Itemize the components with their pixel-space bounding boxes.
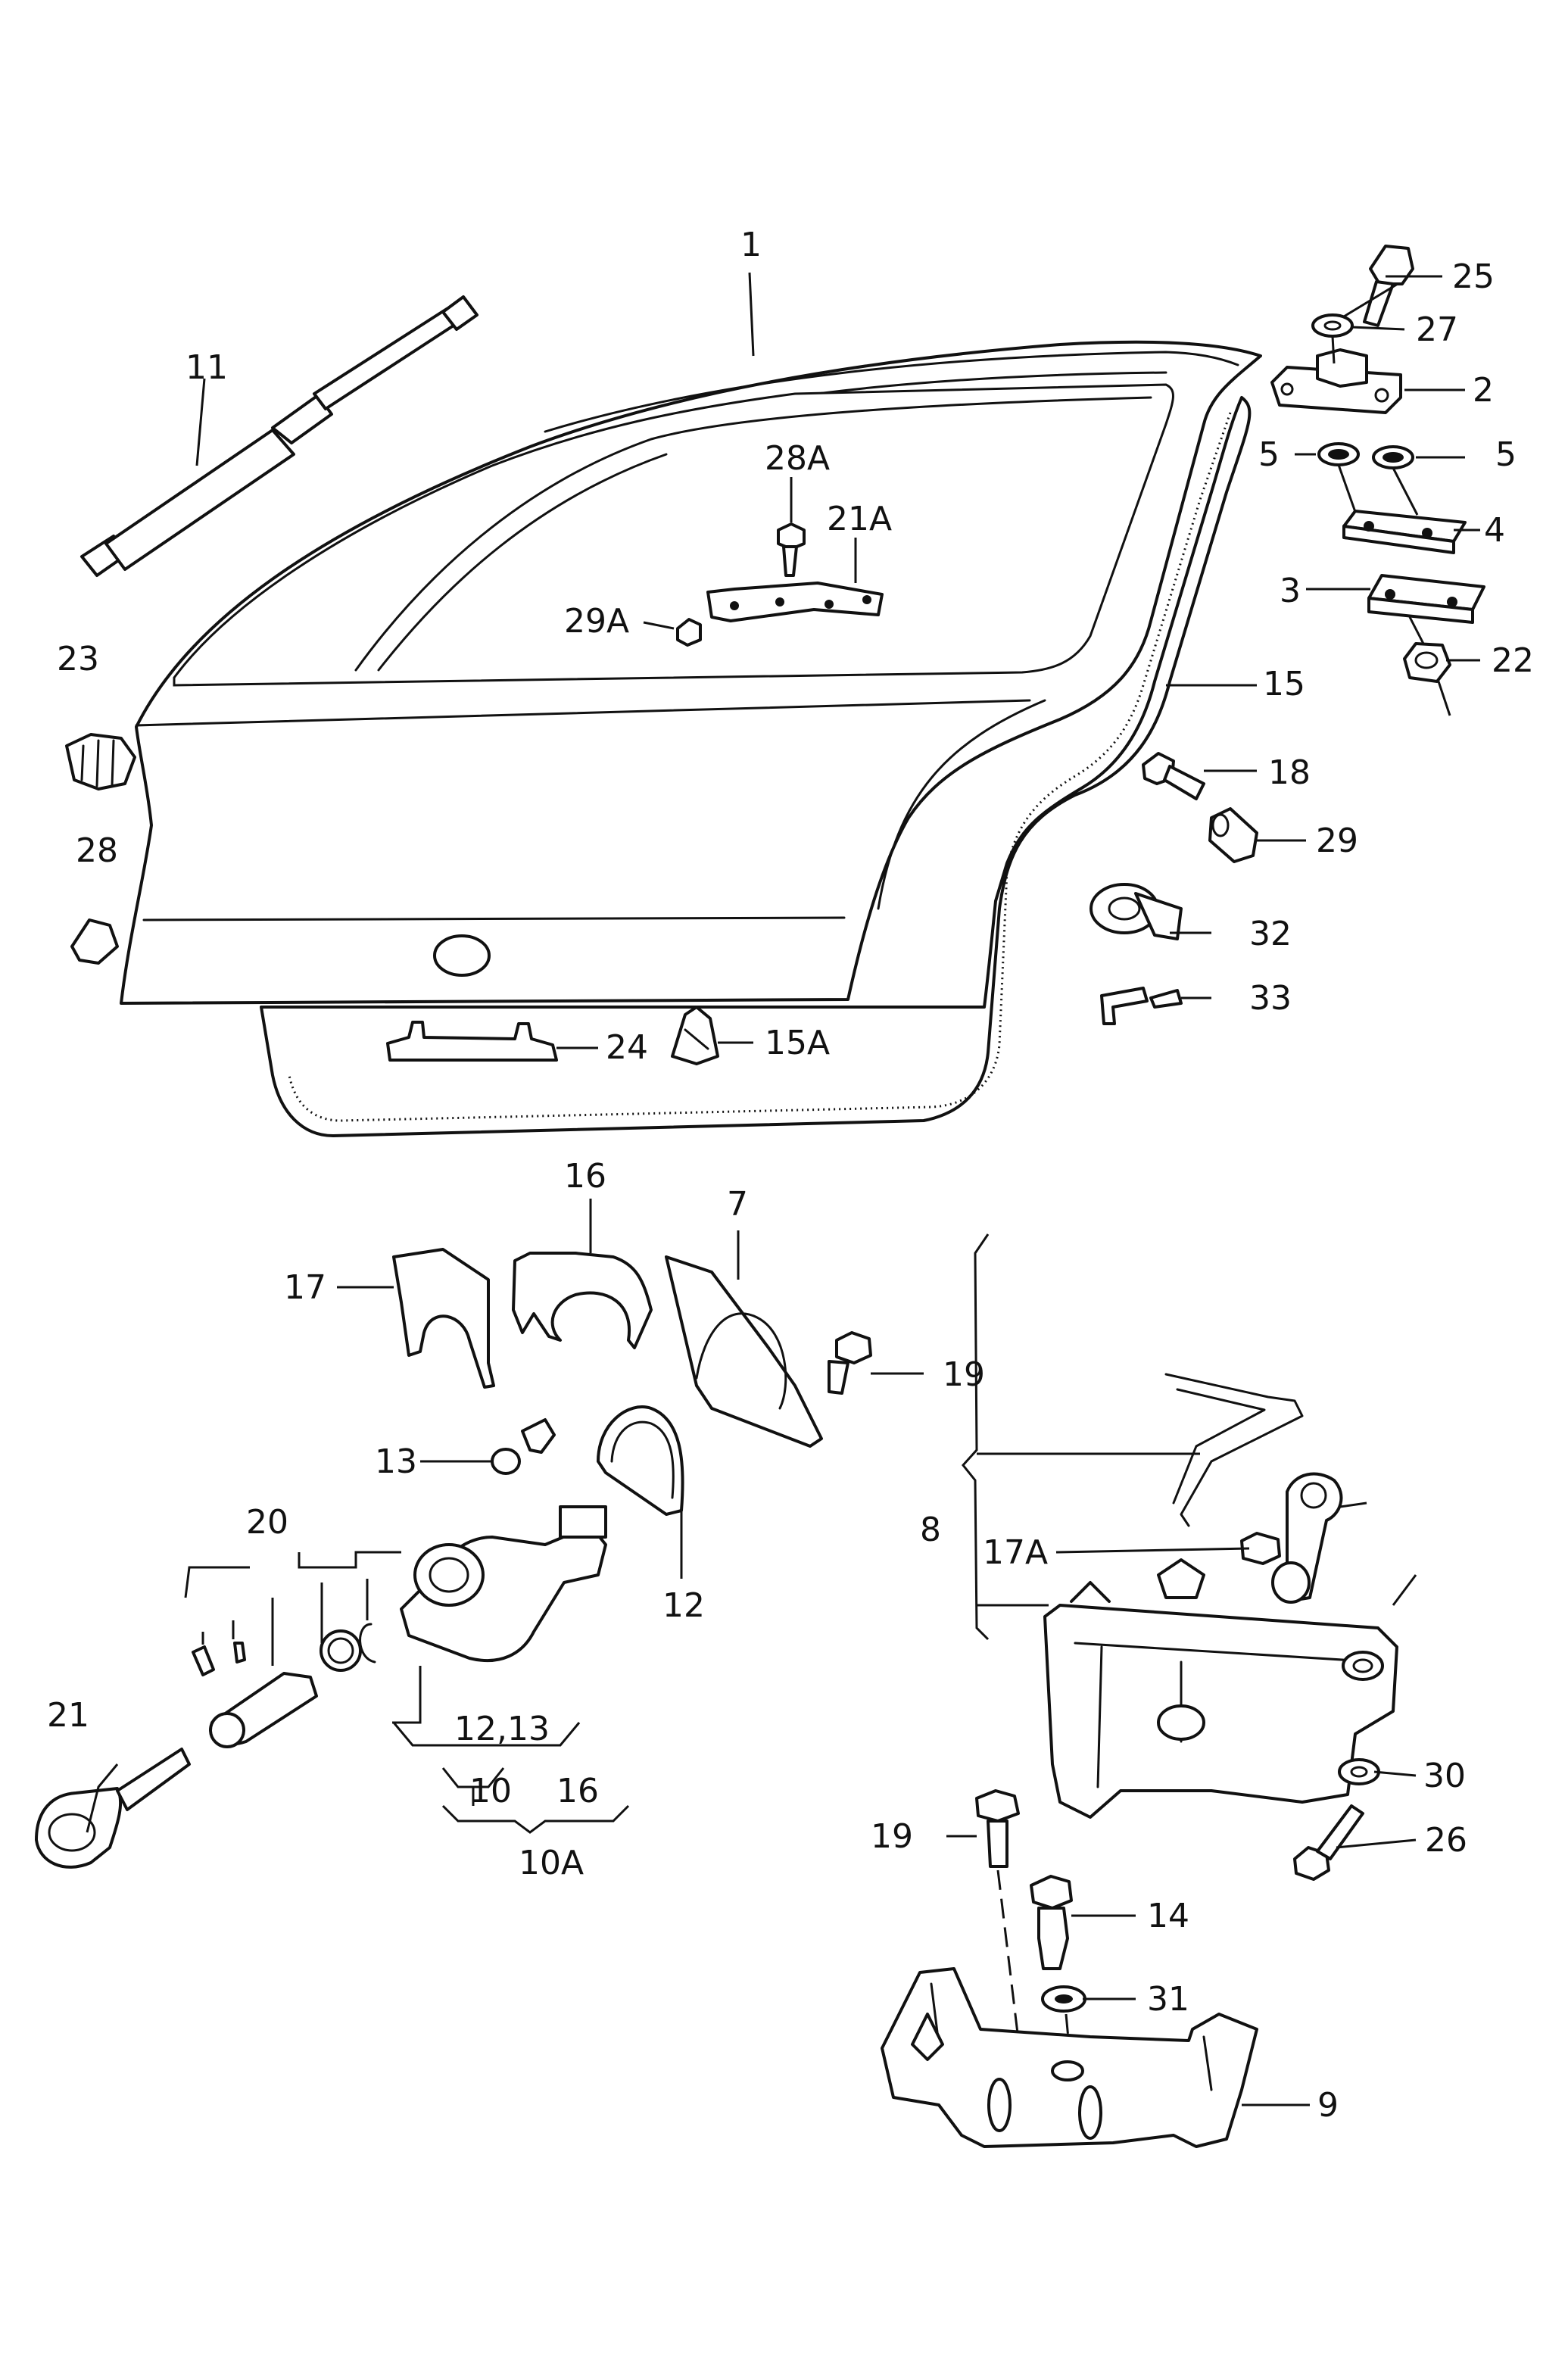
callout-15a: 15A bbox=[765, 1024, 830, 1062]
callout-33: 33 bbox=[1249, 979, 1292, 1018]
callout-23: 23 bbox=[57, 640, 99, 678]
callout-8: 8 bbox=[920, 1511, 941, 1549]
callout-16-bottom: 16 bbox=[556, 1772, 599, 1810]
callout-26: 26 bbox=[1425, 1821, 1467, 1860]
latch-assembly bbox=[1043, 1373, 1398, 1881]
callout-19-top: 19 bbox=[943, 1355, 985, 1394]
callout-22: 22 bbox=[1492, 641, 1534, 680]
callout-28a: 28A bbox=[765, 439, 830, 478]
callout-1: 1 bbox=[740, 226, 762, 264]
tailgate-panel bbox=[120, 340, 1262, 1137]
leader-lines bbox=[86, 272, 1480, 2106]
callout-labels: 1 2 3 4 5 5 7 8 9 10 10A 11 12 12,13 13 … bbox=[47, 226, 1534, 2125]
callout-31: 31 bbox=[1147, 1980, 1189, 2019]
callout-21a: 21A bbox=[827, 500, 892, 538]
striker-assembly bbox=[881, 1789, 1258, 2148]
small-parts-upper bbox=[65, 522, 1258, 1065]
callout-5-right: 5 bbox=[1495, 435, 1517, 474]
callout-18: 18 bbox=[1268, 753, 1311, 792]
callout-27: 27 bbox=[1416, 310, 1458, 349]
callout-20: 20 bbox=[246, 1503, 288, 1542]
callout-12-13: 12,13 bbox=[454, 1710, 550, 1748]
callout-25: 25 bbox=[1452, 257, 1495, 296]
callout-12: 12 bbox=[662, 1586, 705, 1625]
callout-10a: 10A bbox=[519, 1844, 584, 1882]
callout-15: 15 bbox=[1263, 665, 1305, 703]
callout-28: 28 bbox=[76, 831, 118, 870]
callout-11: 11 bbox=[185, 348, 228, 387]
callout-17a: 17A bbox=[983, 1533, 1048, 1572]
callout-5-left: 5 bbox=[1258, 435, 1280, 474]
callout-7: 7 bbox=[727, 1185, 748, 1224]
callout-3: 3 bbox=[1280, 572, 1301, 610]
callout-30: 30 bbox=[1423, 1757, 1466, 1795]
callout-29a: 29A bbox=[564, 602, 629, 641]
hinge-assembly bbox=[1270, 245, 1485, 716]
callout-4: 4 bbox=[1484, 511, 1505, 550]
callout-29: 29 bbox=[1316, 822, 1358, 860]
callout-14: 14 bbox=[1147, 1897, 1189, 1935]
callout-13: 13 bbox=[375, 1442, 417, 1481]
callout-10: 10 bbox=[469, 1772, 512, 1810]
callout-2: 2 bbox=[1473, 371, 1494, 410]
lock-cylinder-group bbox=[35, 1248, 872, 1869]
callout-32: 32 bbox=[1249, 915, 1292, 953]
callout-19-bottom: 19 bbox=[871, 1817, 913, 1856]
callout-17: 17 bbox=[284, 1268, 326, 1307]
gas-strut bbox=[80, 295, 479, 577]
callout-9: 9 bbox=[1317, 2086, 1339, 2125]
callout-16-top: 16 bbox=[564, 1157, 606, 1196]
callout-21: 21 bbox=[47, 1696, 89, 1735]
callout-24: 24 bbox=[606, 1028, 648, 1067]
